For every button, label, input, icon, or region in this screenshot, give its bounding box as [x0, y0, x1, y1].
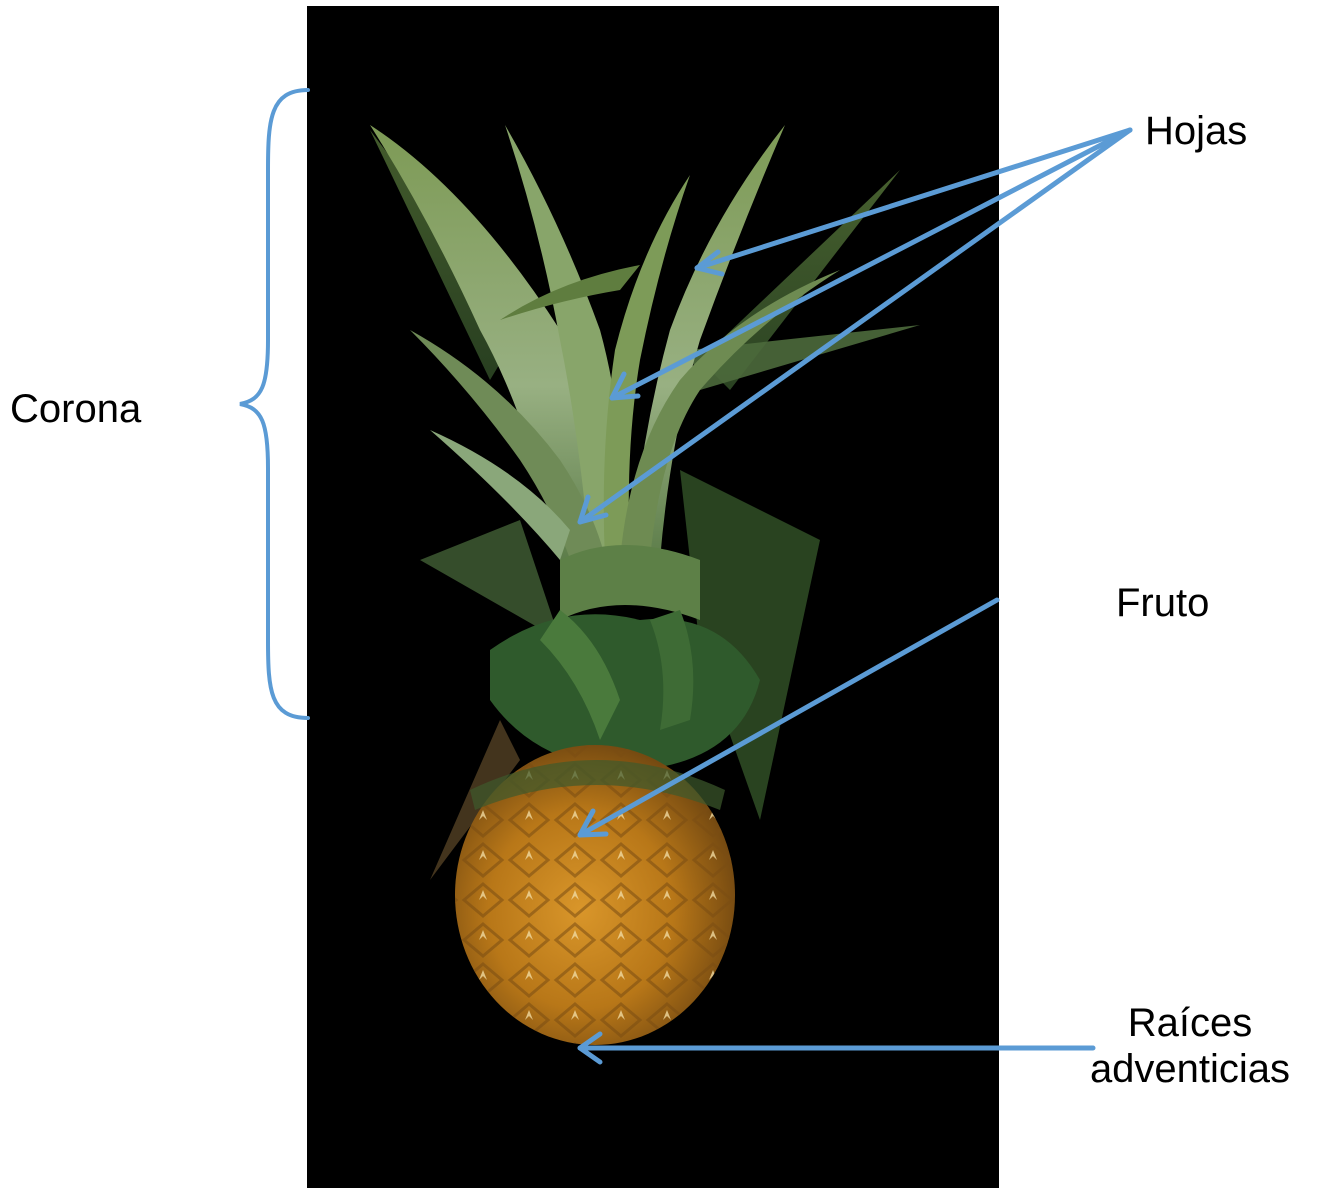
- raices-arrow: [580, 1034, 1093, 1062]
- hojas-arrow-1: [697, 130, 1130, 274]
- label-hojas: Hojas: [1145, 108, 1247, 154]
- label-raices-line2: adventicias: [1070, 1046, 1310, 1092]
- hojas-arrow-2: [612, 130, 1130, 398]
- label-fruto: Fruto: [1116, 580, 1209, 626]
- corona-brace: [240, 90, 308, 718]
- pineapple-fruit: [455, 745, 735, 1045]
- label-raices-line1: Raíces: [1070, 1000, 1310, 1046]
- label-raices-adventicias: Raíces adventicias: [1070, 1000, 1310, 1092]
- hojas-arrow-3: [580, 130, 1130, 522]
- label-corona: Corona: [10, 386, 141, 432]
